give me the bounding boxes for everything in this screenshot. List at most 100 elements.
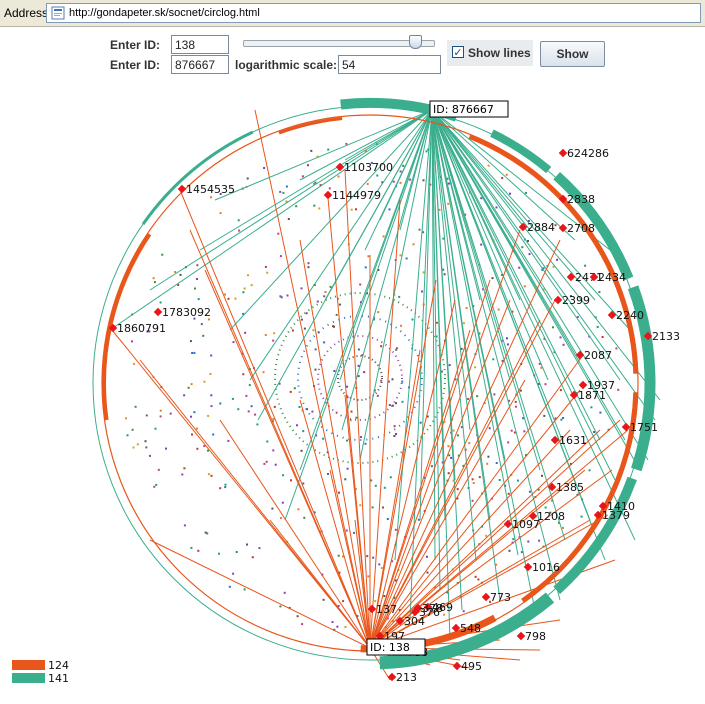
scatter-dot — [169, 412, 172, 415]
scatter-dot — [360, 436, 362, 438]
connection-lines — [109, 109, 661, 681]
scatter-dot — [145, 414, 148, 417]
scatter-dot — [242, 312, 245, 315]
scatter-dot — [327, 473, 329, 475]
show-button[interactable]: Show — [540, 41, 605, 67]
scatter-dot — [247, 274, 249, 277]
teal-connection — [431, 109, 436, 561]
scatter-dot — [224, 486, 227, 489]
scatter-dot — [245, 394, 248, 397]
scatter-dot — [355, 488, 357, 491]
scatter-dot — [300, 287, 303, 290]
scatter-dot — [336, 625, 339, 628]
orange-connection — [369, 379, 526, 649]
node-label: 1016 — [532, 561, 560, 574]
orange-connection — [369, 514, 609, 649]
scatter-dot — [277, 232, 280, 235]
scale-slider-track[interactable] — [243, 40, 435, 47]
address-bar: Address http://gondapeter.sk/socnet/circ… — [0, 0, 705, 27]
scatter-dot — [285, 185, 288, 188]
node-marker — [528, 511, 538, 521]
teal-connection — [431, 109, 451, 641]
scatter-dot — [363, 371, 365, 374]
scatter-dot — [337, 554, 340, 557]
scatter-dot — [319, 184, 322, 187]
scatter-dot — [599, 411, 602, 414]
scatter-dot — [422, 231, 425, 234]
scatter-dot — [491, 277, 494, 280]
orange-connection — [369, 199, 401, 649]
node-marker — [323, 190, 333, 200]
scatter-dot — [553, 351, 556, 354]
node-label: 2838 — [567, 193, 595, 206]
scale-slider-thumb[interactable] — [409, 35, 422, 49]
orange-connection — [344, 394, 371, 649]
scatter-dot — [537, 488, 540, 491]
scatter-dot — [219, 212, 222, 215]
orange-connection — [111, 329, 371, 649]
address-field[interactable]: http://gondapeter.sk/socnet/circlog.html — [46, 3, 701, 23]
scatter-dot — [306, 408, 309, 411]
orange-connection — [369, 429, 571, 649]
scatter-dot — [197, 298, 200, 301]
teal-connection — [324, 109, 433, 301]
scatter-dot — [386, 617, 389, 620]
scatter-dot — [209, 373, 212, 375]
inner-dotted-ring — [274, 292, 446, 464]
scatter-dot — [454, 378, 457, 381]
scatter-dot — [307, 262, 310, 265]
scatter-dot — [154, 427, 157, 430]
orange-connection — [369, 319, 541, 649]
scatter-dot — [346, 385, 348, 388]
show-lines-checkbox[interactable]: ✓ — [452, 46, 464, 59]
scatter-dot — [506, 337, 508, 340]
id-input-2[interactable] — [171, 55, 229, 74]
node-label: 2471 — [575, 271, 603, 284]
scatter-dot — [507, 492, 510, 495]
scatter-dot — [350, 208, 353, 211]
scatter-dot — [377, 311, 380, 314]
node-marker — [177, 184, 187, 194]
scatter-dot — [338, 571, 341, 574]
log-scale-input[interactable] — [338, 55, 441, 74]
scatter-dot — [549, 511, 552, 514]
scatter-dot — [228, 585, 231, 588]
scatter-dot — [540, 366, 543, 369]
scatter-dot — [588, 469, 591, 472]
scatter-dot — [402, 164, 405, 167]
scatter-dot — [316, 300, 319, 303]
scatter-dot — [210, 474, 213, 477]
show-lines-toggle[interactable]: ✓ Show lines — [447, 40, 533, 66]
node-marker — [452, 661, 462, 671]
scatter-dot — [493, 393, 496, 396]
scatter-dot — [295, 205, 298, 208]
scatter-dot — [366, 292, 368, 295]
scatter-dot — [242, 291, 245, 294]
node-marker — [598, 501, 608, 511]
node-label: 1144979 — [332, 189, 381, 202]
scatter-dot — [422, 179, 425, 182]
scatter-dot — [291, 329, 294, 332]
scatter-dot — [359, 504, 362, 507]
scatter-dot — [543, 414, 546, 417]
node-label: 798 — [525, 630, 546, 643]
teal-connection — [199, 109, 433, 251]
scatter-dot — [266, 440, 269, 443]
scatter-dot — [516, 479, 519, 482]
scatter-dot — [425, 150, 428, 153]
scatter-dot — [346, 439, 349, 442]
scatter-dot — [316, 155, 319, 158]
scatter-dot — [443, 613, 446, 616]
scatter-dot — [264, 334, 267, 336]
scatter-dot — [524, 191, 527, 194]
node-label: 376 — [419, 606, 440, 619]
scatter-dot — [207, 414, 210, 417]
orange-connection — [254, 109, 371, 649]
scatter-dot — [193, 411, 196, 414]
orange-connection — [299, 399, 371, 649]
scatter-dot — [460, 347, 463, 350]
scatter-dot — [404, 623, 407, 626]
id-input-1[interactable] — [171, 35, 229, 54]
scatter-dot — [282, 191, 285, 194]
address-label: Address — [4, 6, 49, 20]
